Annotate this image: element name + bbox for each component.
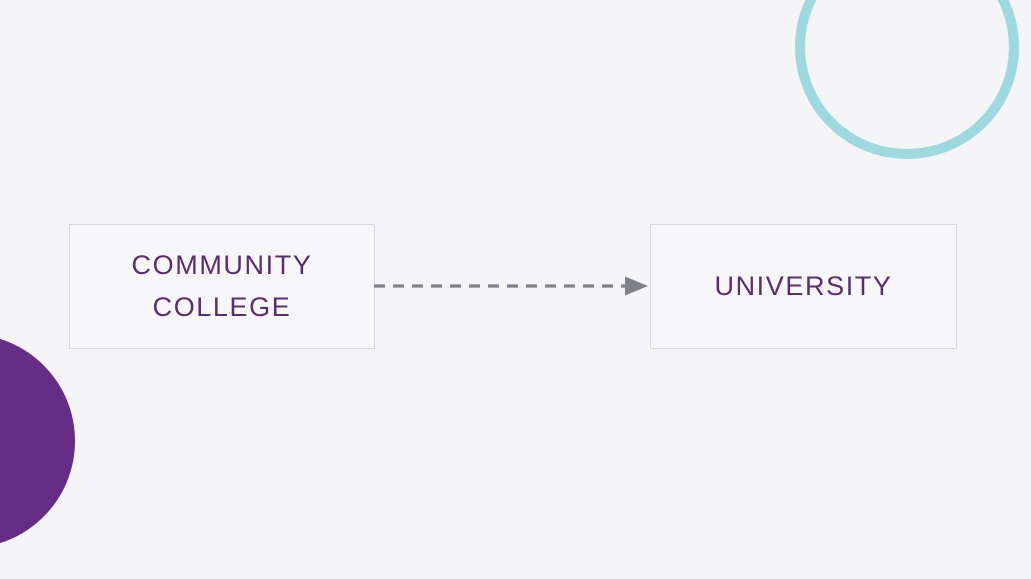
diagram-node-label: UNIVERSITY (714, 270, 893, 301)
diagram-node-university[interactable]: UNIVERSITY (650, 224, 957, 349)
diagram-node-label: COMMUNITY COLLEGE (131, 249, 313, 322)
diagram-node-community-college[interactable]: COMMUNITY COLLEGE (69, 224, 375, 349)
teal-ring-decoration-icon (795, 0, 1019, 159)
purple-circle-decoration-icon (0, 334, 75, 548)
arrowhead-icon (625, 276, 648, 296)
dashed-arrow-connector (374, 276, 648, 296)
